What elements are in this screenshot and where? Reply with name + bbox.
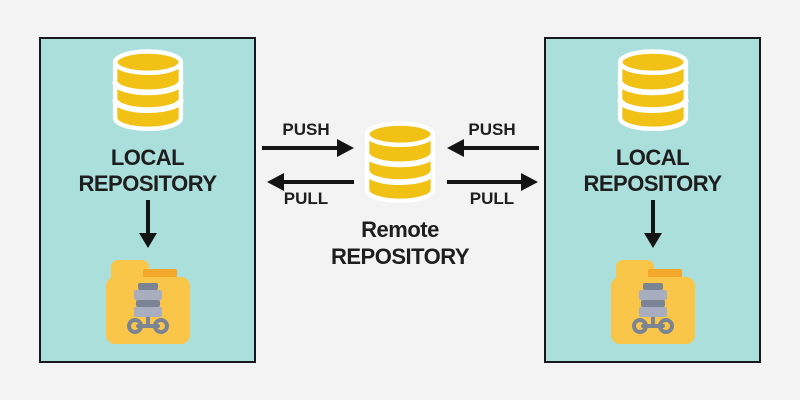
remote-repository-label: Remote REPOSITORY (310, 216, 490, 270)
pull-arrow-right (447, 173, 538, 191)
push-label-left: PUSH (282, 120, 330, 139)
remote-database-icon (364, 121, 436, 204)
database-icon (111, 49, 184, 132)
database-icon (616, 49, 689, 132)
local-repository-label: LOCAL REPOSITORY (546, 145, 759, 197)
down-arrow-icon (643, 200, 662, 248)
label-line-2: REPOSITORY (583, 171, 722, 196)
label-line-1: LOCAL (110, 145, 185, 170)
version-tree-glyph (126, 283, 169, 334)
version-tree-glyph (631, 283, 674, 334)
pull-arrow-left (267, 173, 354, 191)
repository-folder-icon (105, 260, 190, 344)
label-line-2: REPOSITORY (330, 244, 470, 269)
push-label-right: PUSH (468, 120, 516, 139)
down-arrow-icon (138, 200, 157, 248)
label-line-1: LOCAL (615, 145, 690, 170)
pull-label-left: PULL (283, 189, 329, 208)
label-line-2: REPOSITORY (78, 171, 217, 196)
pull-label-right: PULL (469, 189, 515, 208)
push-arrow-left (262, 139, 354, 157)
label-line-1: Remote (361, 217, 439, 242)
local-repository-box-left: LOCAL REPOSITORY (39, 37, 256, 363)
local-repository-label: LOCAL REPOSITORY (41, 145, 254, 197)
push-arrow-right (447, 139, 539, 157)
local-repository-box-right: LOCAL REPOSITORY (544, 37, 761, 363)
repository-folder-icon (610, 260, 695, 344)
